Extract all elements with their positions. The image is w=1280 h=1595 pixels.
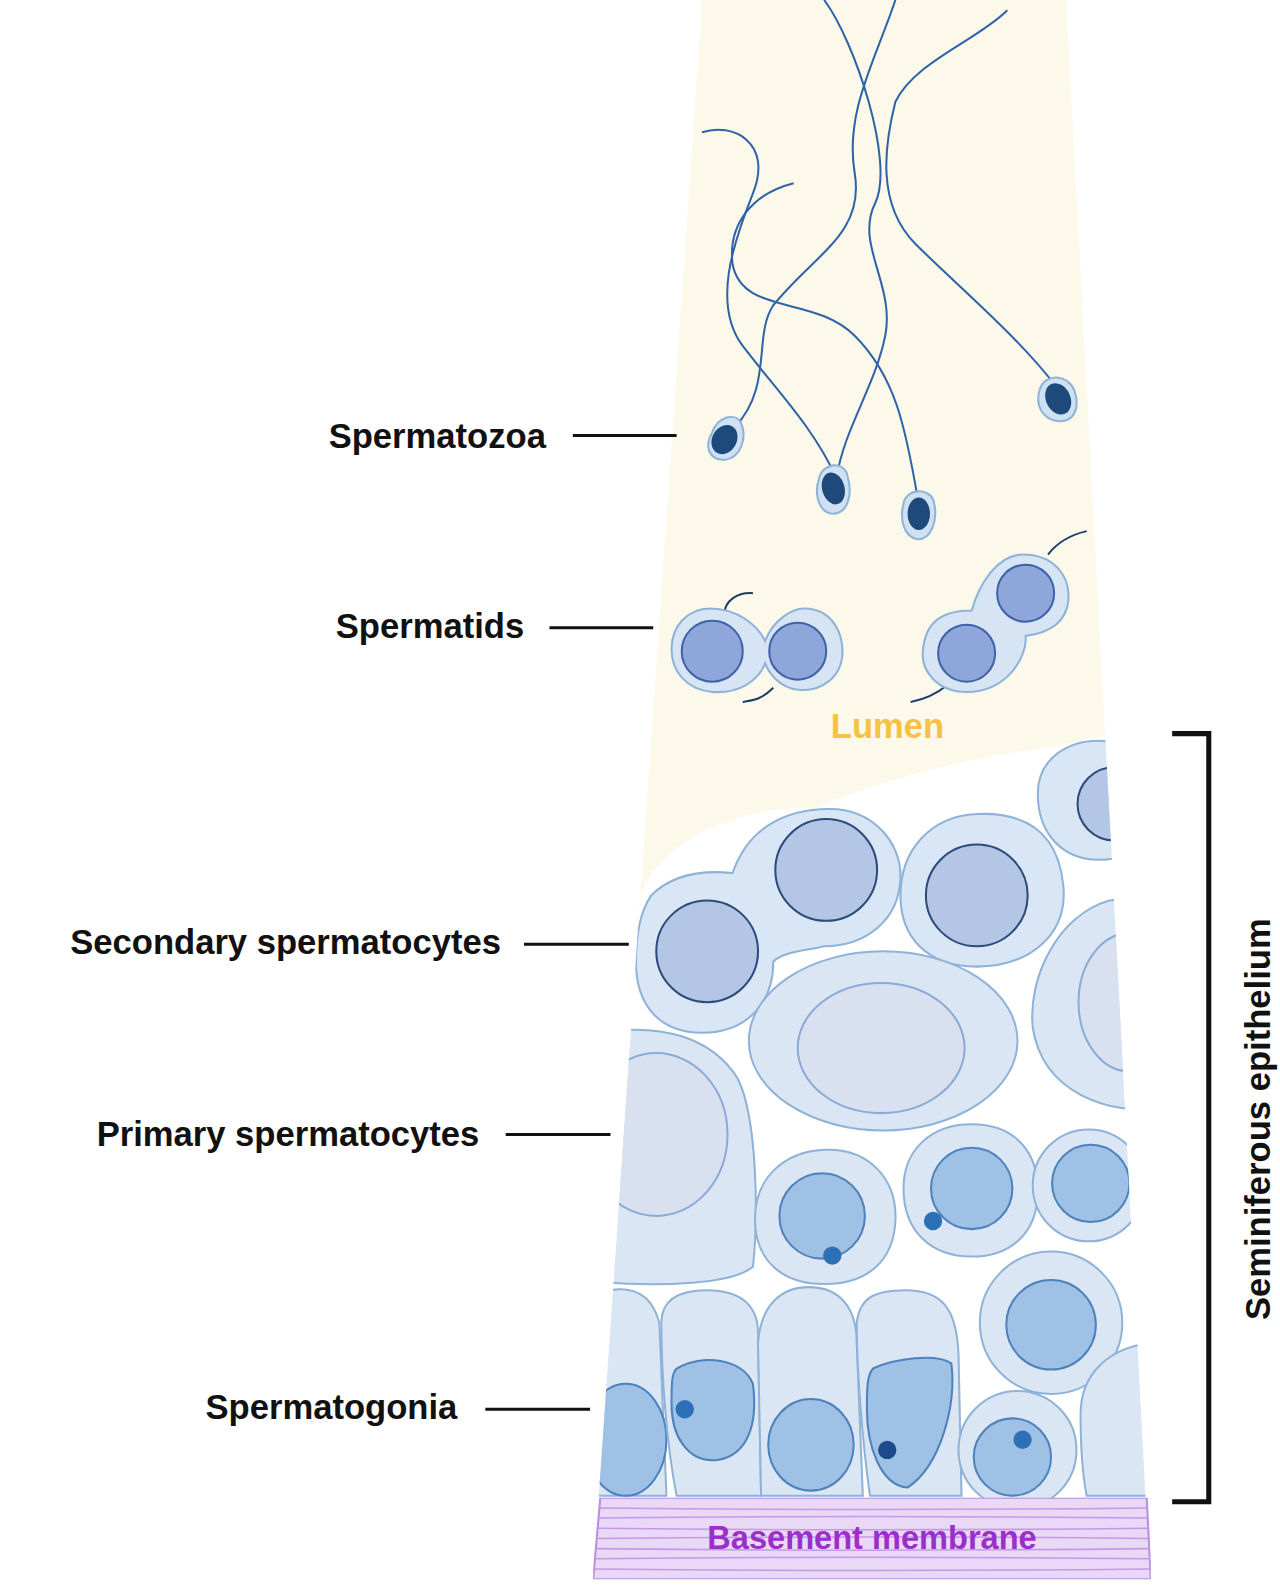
basement-membrane-band: Basement membrane bbox=[593, 1498, 1151, 1579]
epithelium-bracket bbox=[1172, 734, 1209, 1502]
epithelium-area bbox=[585, 733, 1160, 1506]
cell-label: Spermatids bbox=[336, 605, 524, 646]
cell-label: Primary spermatocytes bbox=[97, 1113, 480, 1154]
cell-label: Spermatogonia bbox=[206, 1387, 458, 1428]
leader-lines bbox=[485, 435, 676, 1409]
bracket-label: Seminiferous epithelium bbox=[1237, 918, 1278, 1320]
sperm-tails bbox=[702, 0, 1056, 499]
tubule-section bbox=[585, 0, 1180, 1577]
cell-label: Secondary spermatocytes bbox=[70, 922, 501, 963]
band-label: Basement membrane bbox=[593, 1520, 1151, 1558]
cell-label: Spermatozoa bbox=[329, 415, 546, 456]
spermatids bbox=[672, 531, 1087, 702]
spermatogonia bbox=[585, 1287, 1155, 1509]
sperm-heads bbox=[706, 377, 1076, 539]
region-label: Lumen bbox=[831, 705, 944, 746]
